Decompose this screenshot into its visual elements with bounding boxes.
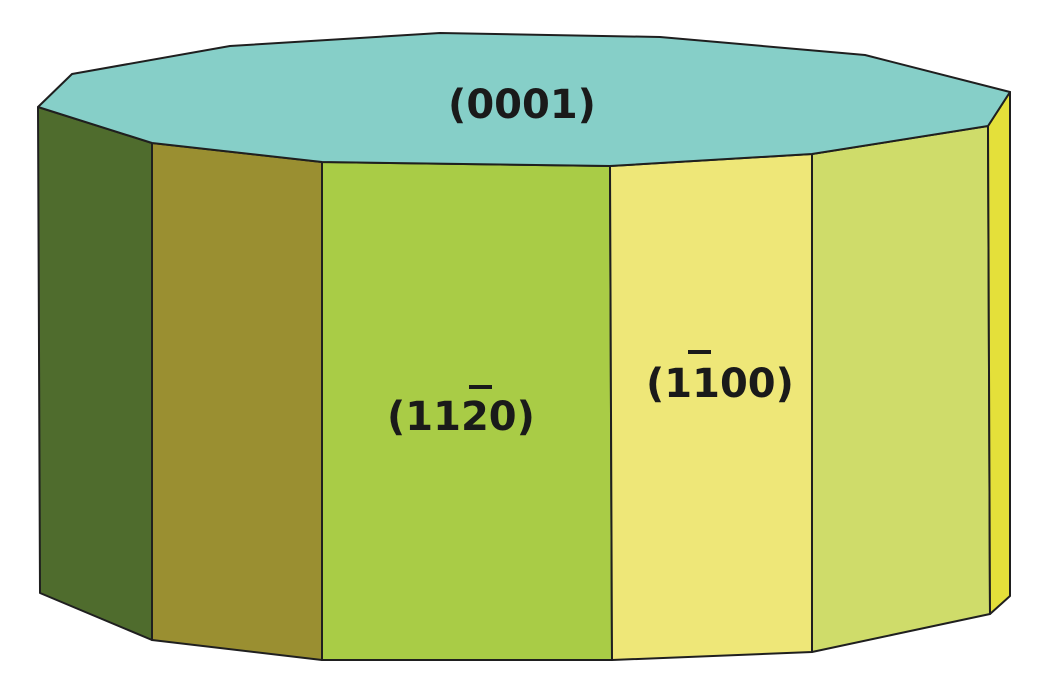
center-label-digits-before: 11 bbox=[405, 394, 461, 440]
center-right-label-close: ) bbox=[776, 361, 794, 407]
center-right-face bbox=[609, 153, 813, 661]
center-right-label-barred-digit: 1 bbox=[692, 361, 720, 407]
center-right-label-open: ( bbox=[646, 361, 664, 407]
center-right-label-digits-before: 1 bbox=[664, 361, 692, 407]
center-right-label-digits-after: 00 bbox=[720, 361, 776, 407]
far-left-face bbox=[37, 106, 153, 641]
far-right-face bbox=[987, 91, 1011, 615]
center-right-face-label: (1100) bbox=[646, 361, 794, 407]
center-label-open: ( bbox=[387, 394, 405, 440]
left-face bbox=[151, 142, 323, 661]
top-face bbox=[37, 32, 1011, 167]
center-label-close: ) bbox=[517, 394, 535, 440]
right-face bbox=[811, 125, 991, 653]
top-face-label: (0001) bbox=[448, 82, 596, 128]
center-face-label: (1120) bbox=[387, 394, 535, 440]
center-label-digits-after: 0 bbox=[489, 394, 517, 440]
center-label-barred-digit: 2 bbox=[461, 394, 489, 440]
